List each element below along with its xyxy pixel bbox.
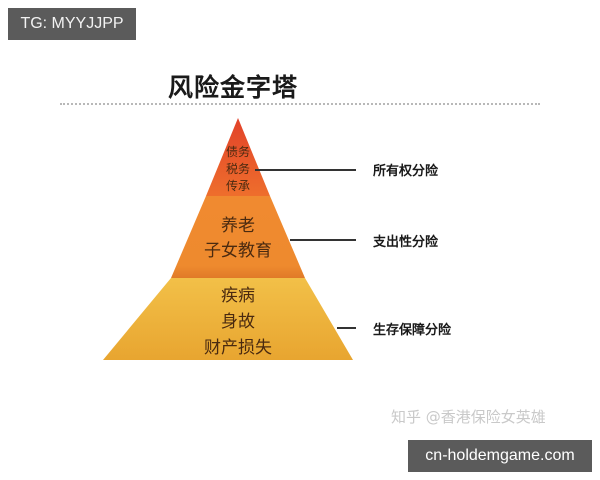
tier-top-text: 债务 税务 传承	[200, 144, 276, 195]
tier-middle-text: 养老 子女教育	[160, 214, 316, 264]
diagram-title: 风险金字塔	[168, 73, 299, 102]
connector-line-bottom	[337, 327, 356, 329]
category-label-bottom: 生存保障分险	[373, 323, 452, 338]
tier-bottom-text: 疾病 身故 财产损失	[150, 283, 326, 361]
source-watermark: 知乎 @香港保险女英雄	[391, 408, 546, 426]
pyramid-tier-middle	[171, 196, 305, 278]
tier-middle-line: 子女教育	[204, 241, 272, 261]
site-watermark-badge: cn-holdemgame.com	[408, 440, 592, 472]
tg-watermark-badge: TG: MYYJJPP	[8, 8, 136, 40]
category-label-top: 所有权分险	[373, 164, 439, 179]
connector-line-middle	[290, 239, 356, 241]
title-divider	[60, 103, 540, 105]
tier-middle-line: 养老	[221, 216, 255, 236]
tier-bottom-line: 身故	[221, 312, 255, 332]
pyramid-tier-top	[206, 118, 270, 196]
tier-bottom-line: 疾病	[221, 286, 255, 306]
category-label-middle: 支出性分险	[373, 235, 439, 250]
tier-bottom-line: 财产损失	[204, 338, 272, 358]
connector-line-top	[255, 169, 356, 171]
tier-top-line: 税务	[225, 162, 250, 176]
tier-top-line: 传承	[225, 179, 250, 193]
tier-top-line: 债务	[225, 145, 250, 159]
pyramid-tier-bottom	[103, 278, 353, 360]
